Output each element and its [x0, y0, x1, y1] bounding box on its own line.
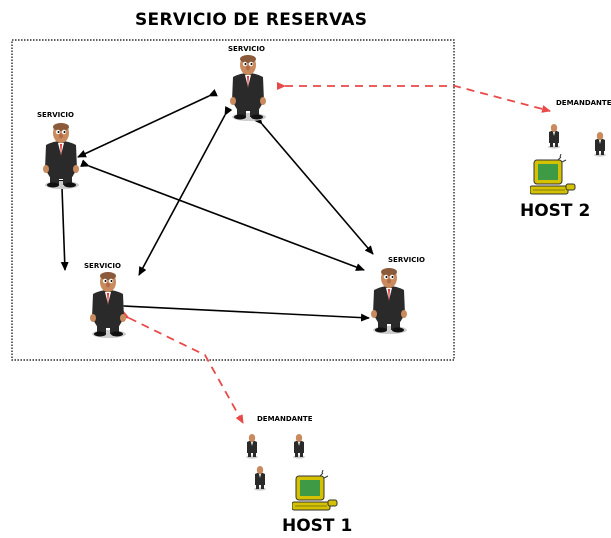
computer-icon [529, 153, 576, 195]
requester-host2-b [592, 131, 608, 161]
link-left-right [80, 159, 365, 271]
service-label-top: SERVICIO [228, 45, 265, 53]
requester-label-host1: DEMANDANTE [257, 415, 313, 423]
request-link-host2 [277, 82, 551, 113]
service-node-right [364, 266, 414, 340]
businessman-icon [90, 272, 126, 338]
service-node-top [223, 53, 273, 127]
small-person-icon [548, 124, 560, 149]
requester-host2-a [546, 123, 562, 153]
requester-host1-c [252, 465, 268, 495]
businessman-icon [43, 123, 79, 189]
request-link-host1 [120, 310, 244, 424]
service-label-left: SERVICIO [37, 111, 74, 119]
host2-computer [529, 153, 578, 202]
small-person-icon [246, 434, 258, 459]
requester-label-host2: DEMANDANTE [556, 99, 611, 107]
businessman-icon [371, 268, 407, 334]
small-person-icon [293, 434, 305, 459]
service-node-bottom-left [83, 270, 133, 344]
link-left-bottomleft [57, 179, 69, 271]
host2-label: HOST 2 [520, 201, 591, 221]
host1-label: HOST 1 [282, 516, 353, 536]
host1-computer [291, 469, 340, 518]
link-bottomleft-right [115, 301, 370, 322]
small-person-icon [254, 466, 266, 491]
link-top-bottomleft [138, 106, 233, 276]
service-label-right: SERVICIO [388, 256, 425, 264]
requester-host1-a [244, 433, 260, 463]
service-node-left [36, 121, 86, 195]
diagram-title: SERVICIO DE RESERVAS [135, 10, 368, 30]
service-label-bottom-left: SERVICIO [84, 262, 121, 270]
small-person-icon [594, 132, 606, 157]
link-top-left [77, 88, 218, 158]
businessman-icon [230, 55, 266, 121]
computer-icon [291, 469, 338, 511]
requester-host1-b [291, 433, 307, 463]
link-top-right [253, 115, 374, 255]
